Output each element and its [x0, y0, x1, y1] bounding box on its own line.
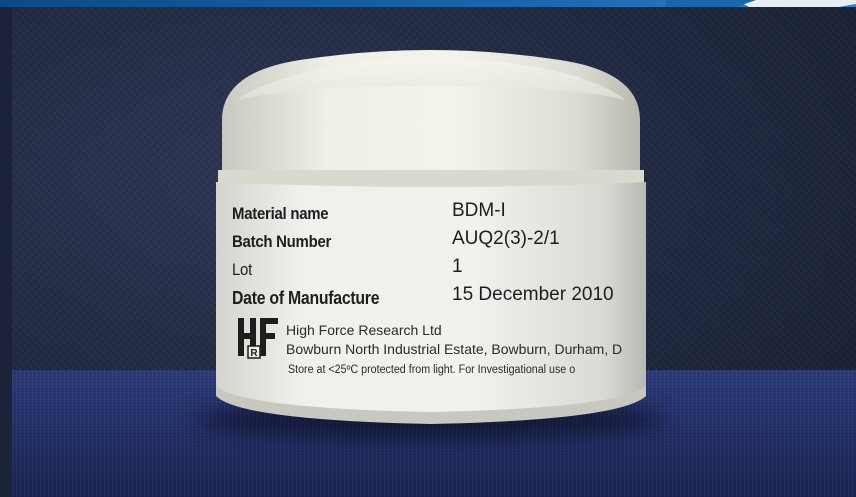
material-name-value: BDM-I [452, 200, 506, 221]
top-accent-bar [0, 0, 856, 7]
company-name: High Force Research Ltd [286, 322, 442, 338]
material-name-label: Material name [232, 204, 329, 223]
batch-number-value: AUQ2(3)-2/1 [452, 228, 560, 249]
batch-number-label: Batch Number [232, 232, 332, 251]
high-force-logo-icon: R [238, 318, 278, 359]
lot-label: Lot [232, 260, 253, 279]
storage-instructions: Store at <25ºC protected from light. For… [288, 364, 576, 376]
lot-value: 1 [452, 256, 463, 277]
company-address: Bowburn North Industrial Estate, Bowburn… [286, 341, 623, 357]
logo-registered-mark: R [250, 348, 258, 359]
date-of-manufacture-label: Date of Manufacture [232, 288, 380, 308]
date-of-manufacture-value: 15 December 2010 [452, 284, 614, 305]
